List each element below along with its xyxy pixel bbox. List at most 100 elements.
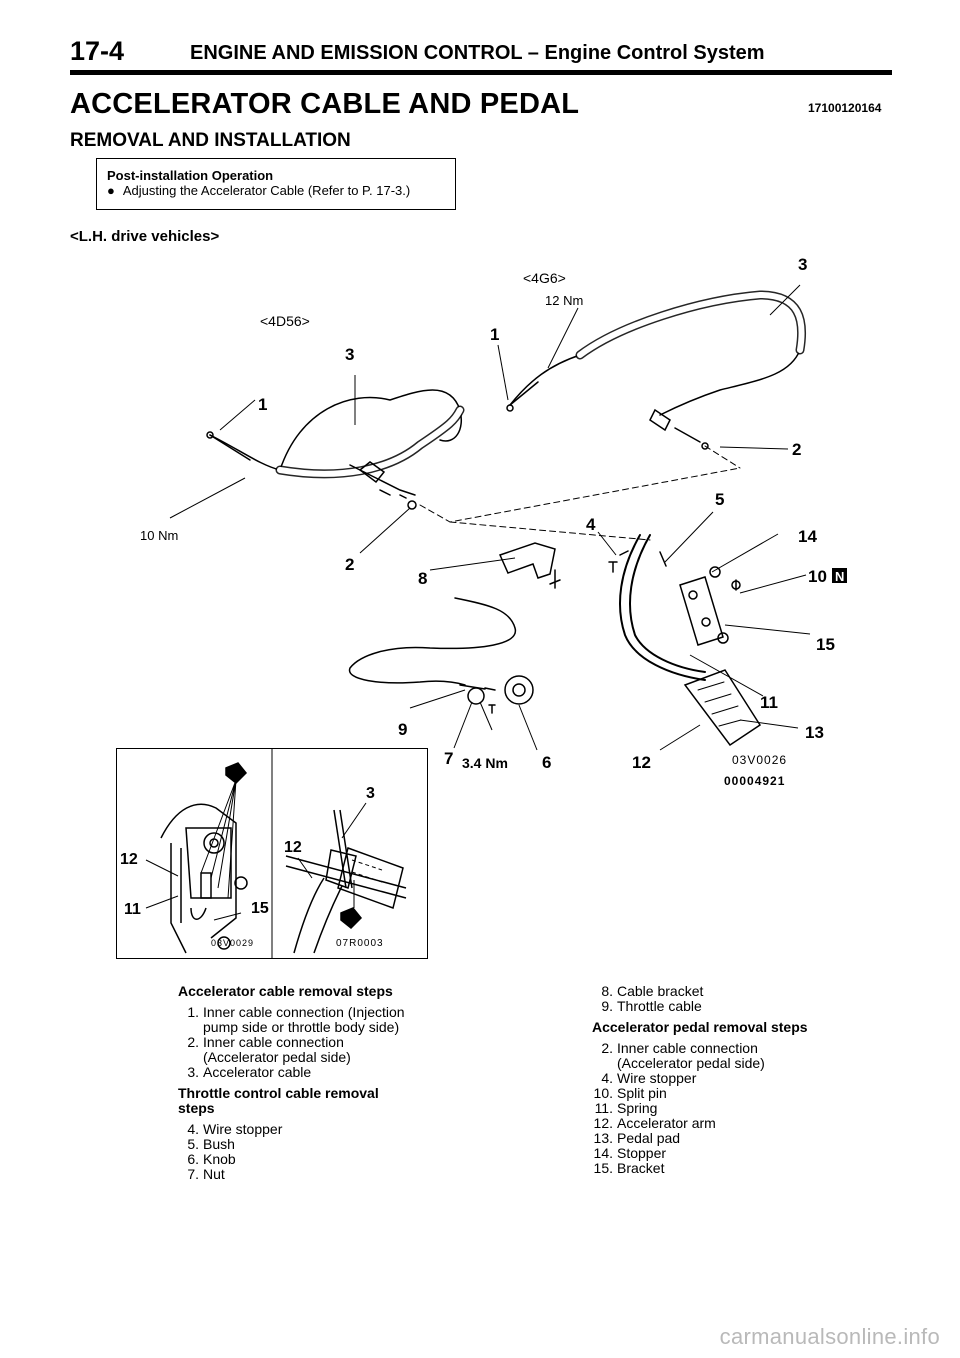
step-text: Bush xyxy=(203,1136,235,1152)
step-number: 7. xyxy=(187,1166,199,1182)
new-part-badge: N xyxy=(832,568,847,584)
exploded-diagram: <4D56> <4G6> 10 Nm 12 Nm 3.4 Nm 1 3 2 1 … xyxy=(140,255,847,788)
step-item: 2.Inner cable connection xyxy=(178,1035,438,1050)
step-item: 8.Cable bracket xyxy=(592,984,872,999)
section-title: REMOVAL AND INSTALLATION xyxy=(70,130,351,151)
step-item: 3.Accelerator cable xyxy=(178,1065,438,1080)
step-number: 6. xyxy=(187,1151,199,1167)
callout-label: 7 xyxy=(444,749,453,768)
step-number: 8. xyxy=(601,983,613,999)
step-item: 4.Wire stopper xyxy=(178,1122,438,1137)
step-text-cont: (Accelerator pedal side) xyxy=(617,1055,765,1071)
callout-label: 11 xyxy=(760,693,778,712)
step-number: 4. xyxy=(601,1070,613,1086)
step-number: 4. xyxy=(187,1121,199,1137)
steps-heading: Accelerator pedal removal steps xyxy=(592,1019,808,1035)
pedal-pad xyxy=(683,669,762,747)
step-item: 2.Inner cable connection xyxy=(592,1041,872,1056)
step-item: 7.Nut xyxy=(178,1167,438,1182)
steps-heading: Accelerator cable removal steps xyxy=(178,983,393,999)
vehicle-label: <L.H. drive vehicles> xyxy=(70,228,220,245)
step-text: Stopper xyxy=(617,1145,667,1161)
step-text-cont: (Accelerator pedal side) xyxy=(203,1049,351,1065)
callout-label: 12 xyxy=(632,753,651,772)
step-item: 4.Wire stopper xyxy=(592,1071,872,1086)
callout-label: 4 xyxy=(586,515,596,534)
step-text: Accelerator cable xyxy=(203,1064,312,1080)
callout-label: 5 xyxy=(715,490,724,509)
torque-label: 12 Nm xyxy=(545,293,583,308)
callout-label: 9 xyxy=(398,720,407,739)
step-text-cont: pump side or throttle body side) xyxy=(203,1019,400,1035)
torque-label: 3.4 Nm xyxy=(462,755,508,771)
step-number: 9. xyxy=(601,998,613,1014)
step-number: 12. xyxy=(593,1115,613,1131)
step-text: Wire stopper xyxy=(617,1070,697,1086)
inset-detail-figure: 12 11 15 3 12 03V0029 07R0003 xyxy=(116,748,428,959)
post-installation-item: ● Adjusting the Accelerator Cable (Refer … xyxy=(107,183,445,198)
step-item: 1.Inner cable connection (Injection xyxy=(178,1005,438,1020)
pedal-bracket xyxy=(679,576,724,646)
callout-label: 3 xyxy=(798,255,807,274)
throttle-cable xyxy=(348,597,517,686)
cable-bracket xyxy=(498,542,556,579)
page-title: ACCELERATOR CABLE AND PEDAL xyxy=(70,88,580,120)
callout-label: 3 xyxy=(345,345,354,364)
inset-callout: 12 xyxy=(120,851,138,868)
step-item: 13.Pedal pad xyxy=(592,1131,872,1146)
step-number: 14. xyxy=(593,1145,613,1161)
step-text: Knob xyxy=(203,1151,236,1167)
inset-callout: 11 xyxy=(124,901,141,918)
step-number: 13. xyxy=(593,1130,613,1146)
post-installation-title: Post-installation Operation xyxy=(107,168,274,183)
callout-label: 2 xyxy=(792,440,801,459)
step-text: Inner cable connection xyxy=(617,1040,758,1056)
watermark: carmanualsonline.info xyxy=(719,1324,940,1349)
step-number: 10. xyxy=(593,1085,613,1101)
cable-4g6 xyxy=(509,294,803,416)
step-text: Spring xyxy=(617,1100,658,1116)
post-installation-box: Post-installation Operation ● Adjusting t… xyxy=(96,158,456,210)
callout-label: 14 xyxy=(798,527,817,546)
document-code: 17100120164 xyxy=(808,101,882,115)
step-number: 5. xyxy=(187,1136,199,1152)
step-number: 3. xyxy=(187,1064,199,1080)
torque-label: 10 Nm xyxy=(140,528,178,543)
step-text: Split pin xyxy=(617,1085,667,1101)
callout-label: 10 xyxy=(808,567,827,586)
step-number: 11. xyxy=(594,1100,613,1116)
bullet-icon: ● xyxy=(107,183,115,198)
badge-letter: N xyxy=(835,569,844,584)
steps-column-right: 8.Cable bracket 9.Throttle cable Acceler… xyxy=(592,984,872,1176)
step-text: Accelerator arm xyxy=(617,1115,716,1131)
steps-heading: Throttle control cable removal xyxy=(178,1085,379,1101)
step-item: 15.Bracket xyxy=(592,1161,872,1176)
step-text: Throttle cable xyxy=(617,998,702,1014)
callout-label: 2 xyxy=(345,555,354,574)
step-text: Wire stopper xyxy=(203,1121,283,1137)
step-item: 9.Throttle cable xyxy=(592,999,872,1014)
callout-label: 13 xyxy=(805,723,824,742)
step-number: 1. xyxy=(187,1004,199,1020)
step-item: 5.Bush xyxy=(178,1137,438,1152)
step-text: Inner cable connection (Injection xyxy=(203,1004,405,1020)
figure-code: 03V0026 xyxy=(732,753,787,767)
inset-callout: 3 xyxy=(366,785,375,802)
step-text: Nut xyxy=(203,1166,225,1182)
callout-label: 6 xyxy=(542,753,551,772)
figure-code: 03V0029 xyxy=(211,938,254,948)
step-text: Pedal pad xyxy=(617,1130,681,1146)
step-item: 14.Stopper xyxy=(592,1146,872,1161)
header-title: ENGINE AND EMISSION CONTROL – Engine Con… xyxy=(190,42,765,64)
callout-label: 8 xyxy=(418,569,427,588)
step-item: 11.Spring xyxy=(592,1101,872,1116)
post-installation-item-text: Adjusting the Accelerator Cable (Refer t… xyxy=(122,183,411,198)
figure-code: 07R0003 xyxy=(336,938,384,949)
step-number: 15. xyxy=(593,1160,613,1176)
accelerator-arm xyxy=(619,534,706,681)
step-item: 12.Accelerator arm xyxy=(592,1116,872,1131)
cable-4d56 xyxy=(209,389,462,471)
page-number: 17-4 xyxy=(70,36,125,66)
steps-column-left: Accelerator cable removal steps 1.Inner … xyxy=(178,984,438,1182)
inset-callout: 12 xyxy=(284,839,302,856)
